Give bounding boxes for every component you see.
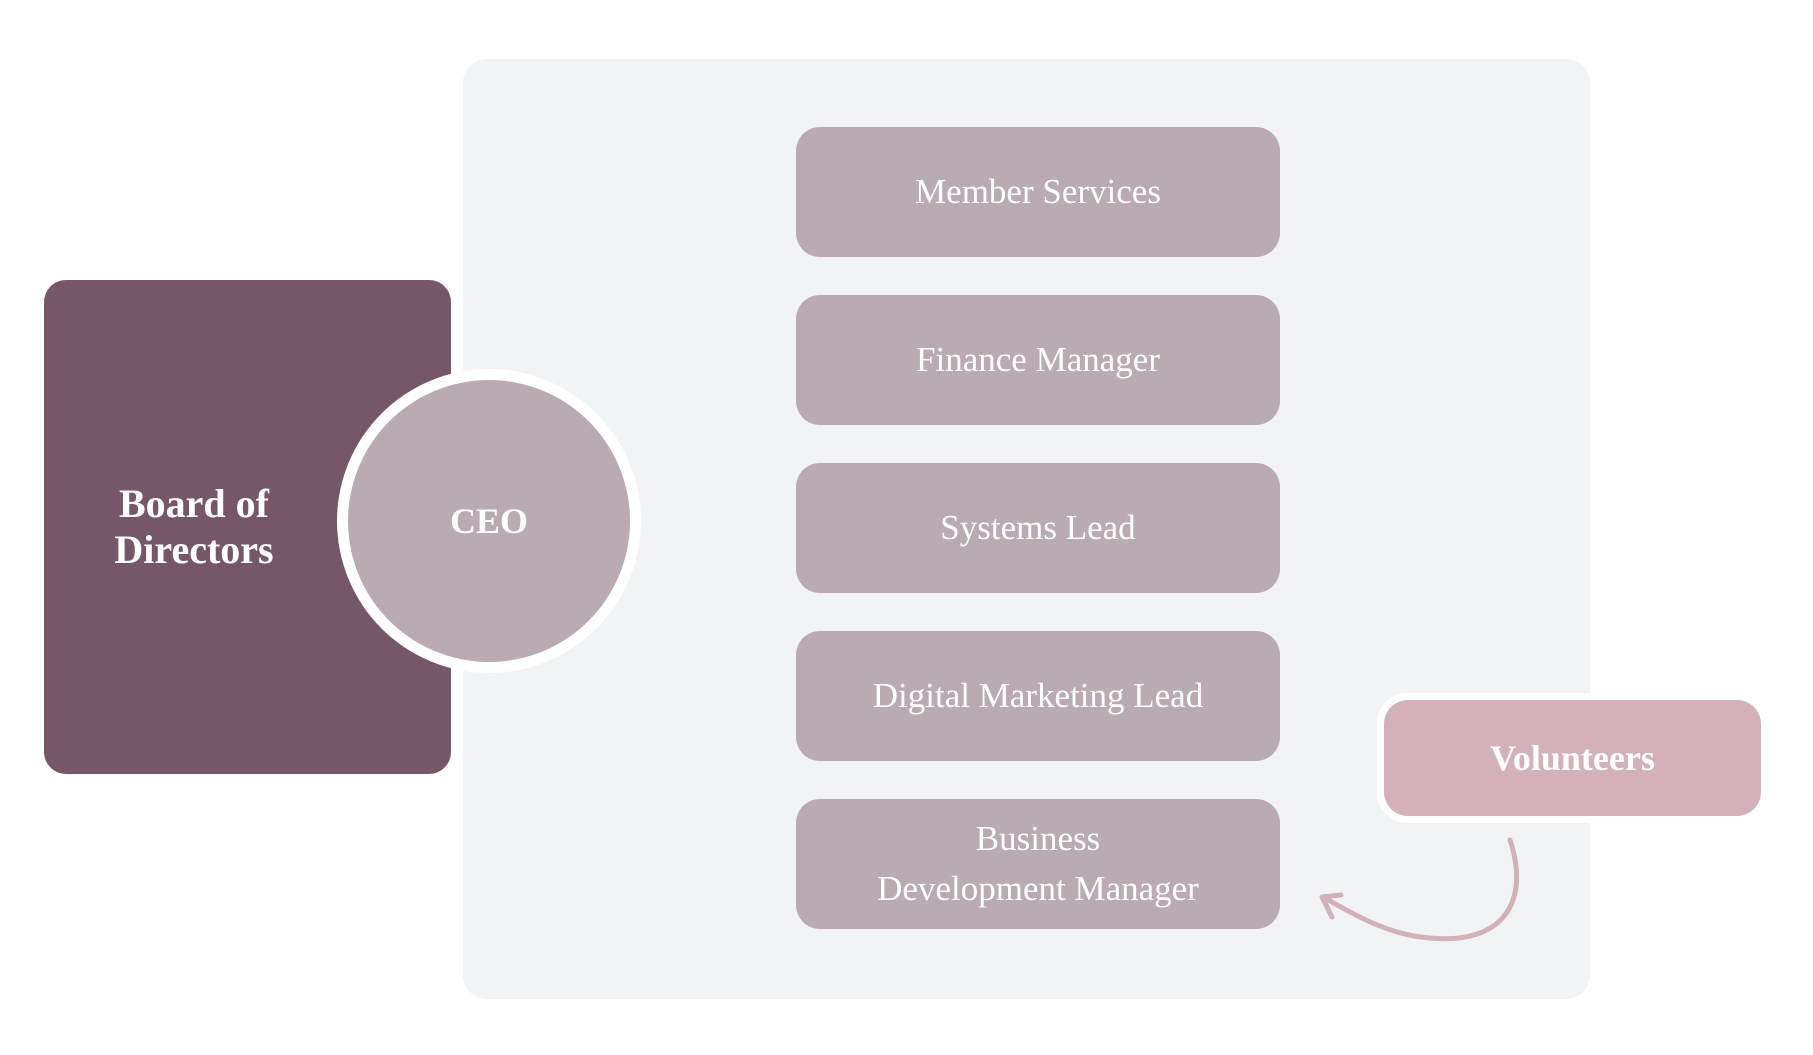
role-label-line2: Development Manager (877, 869, 1199, 908)
role-label: Member Services (915, 172, 1161, 211)
volunteers-label: Volunteers (1490, 738, 1655, 778)
board-label-line1: Board of (119, 481, 269, 526)
board-label-line2: Directors (114, 527, 274, 572)
role-label: Finance Manager (916, 340, 1160, 379)
role-finance-manager[interactable]: Finance Manager (796, 295, 1280, 425)
role-label-line1: Business (975, 819, 1101, 858)
volunteers-node[interactable]: Volunteers (1384, 700, 1761, 816)
ceo-node[interactable]: CEO (348, 380, 630, 662)
role-member-services[interactable]: Member Services (796, 127, 1280, 257)
role-digital-marketing-lead[interactable]: Digital Marketing Lead (796, 631, 1280, 761)
role-label: Systems Lead (940, 508, 1136, 547)
role-label: Digital Marketing Lead (872, 676, 1204, 715)
role-systems-lead[interactable]: Systems Lead (796, 463, 1280, 593)
ceo-label: CEO (449, 501, 528, 541)
